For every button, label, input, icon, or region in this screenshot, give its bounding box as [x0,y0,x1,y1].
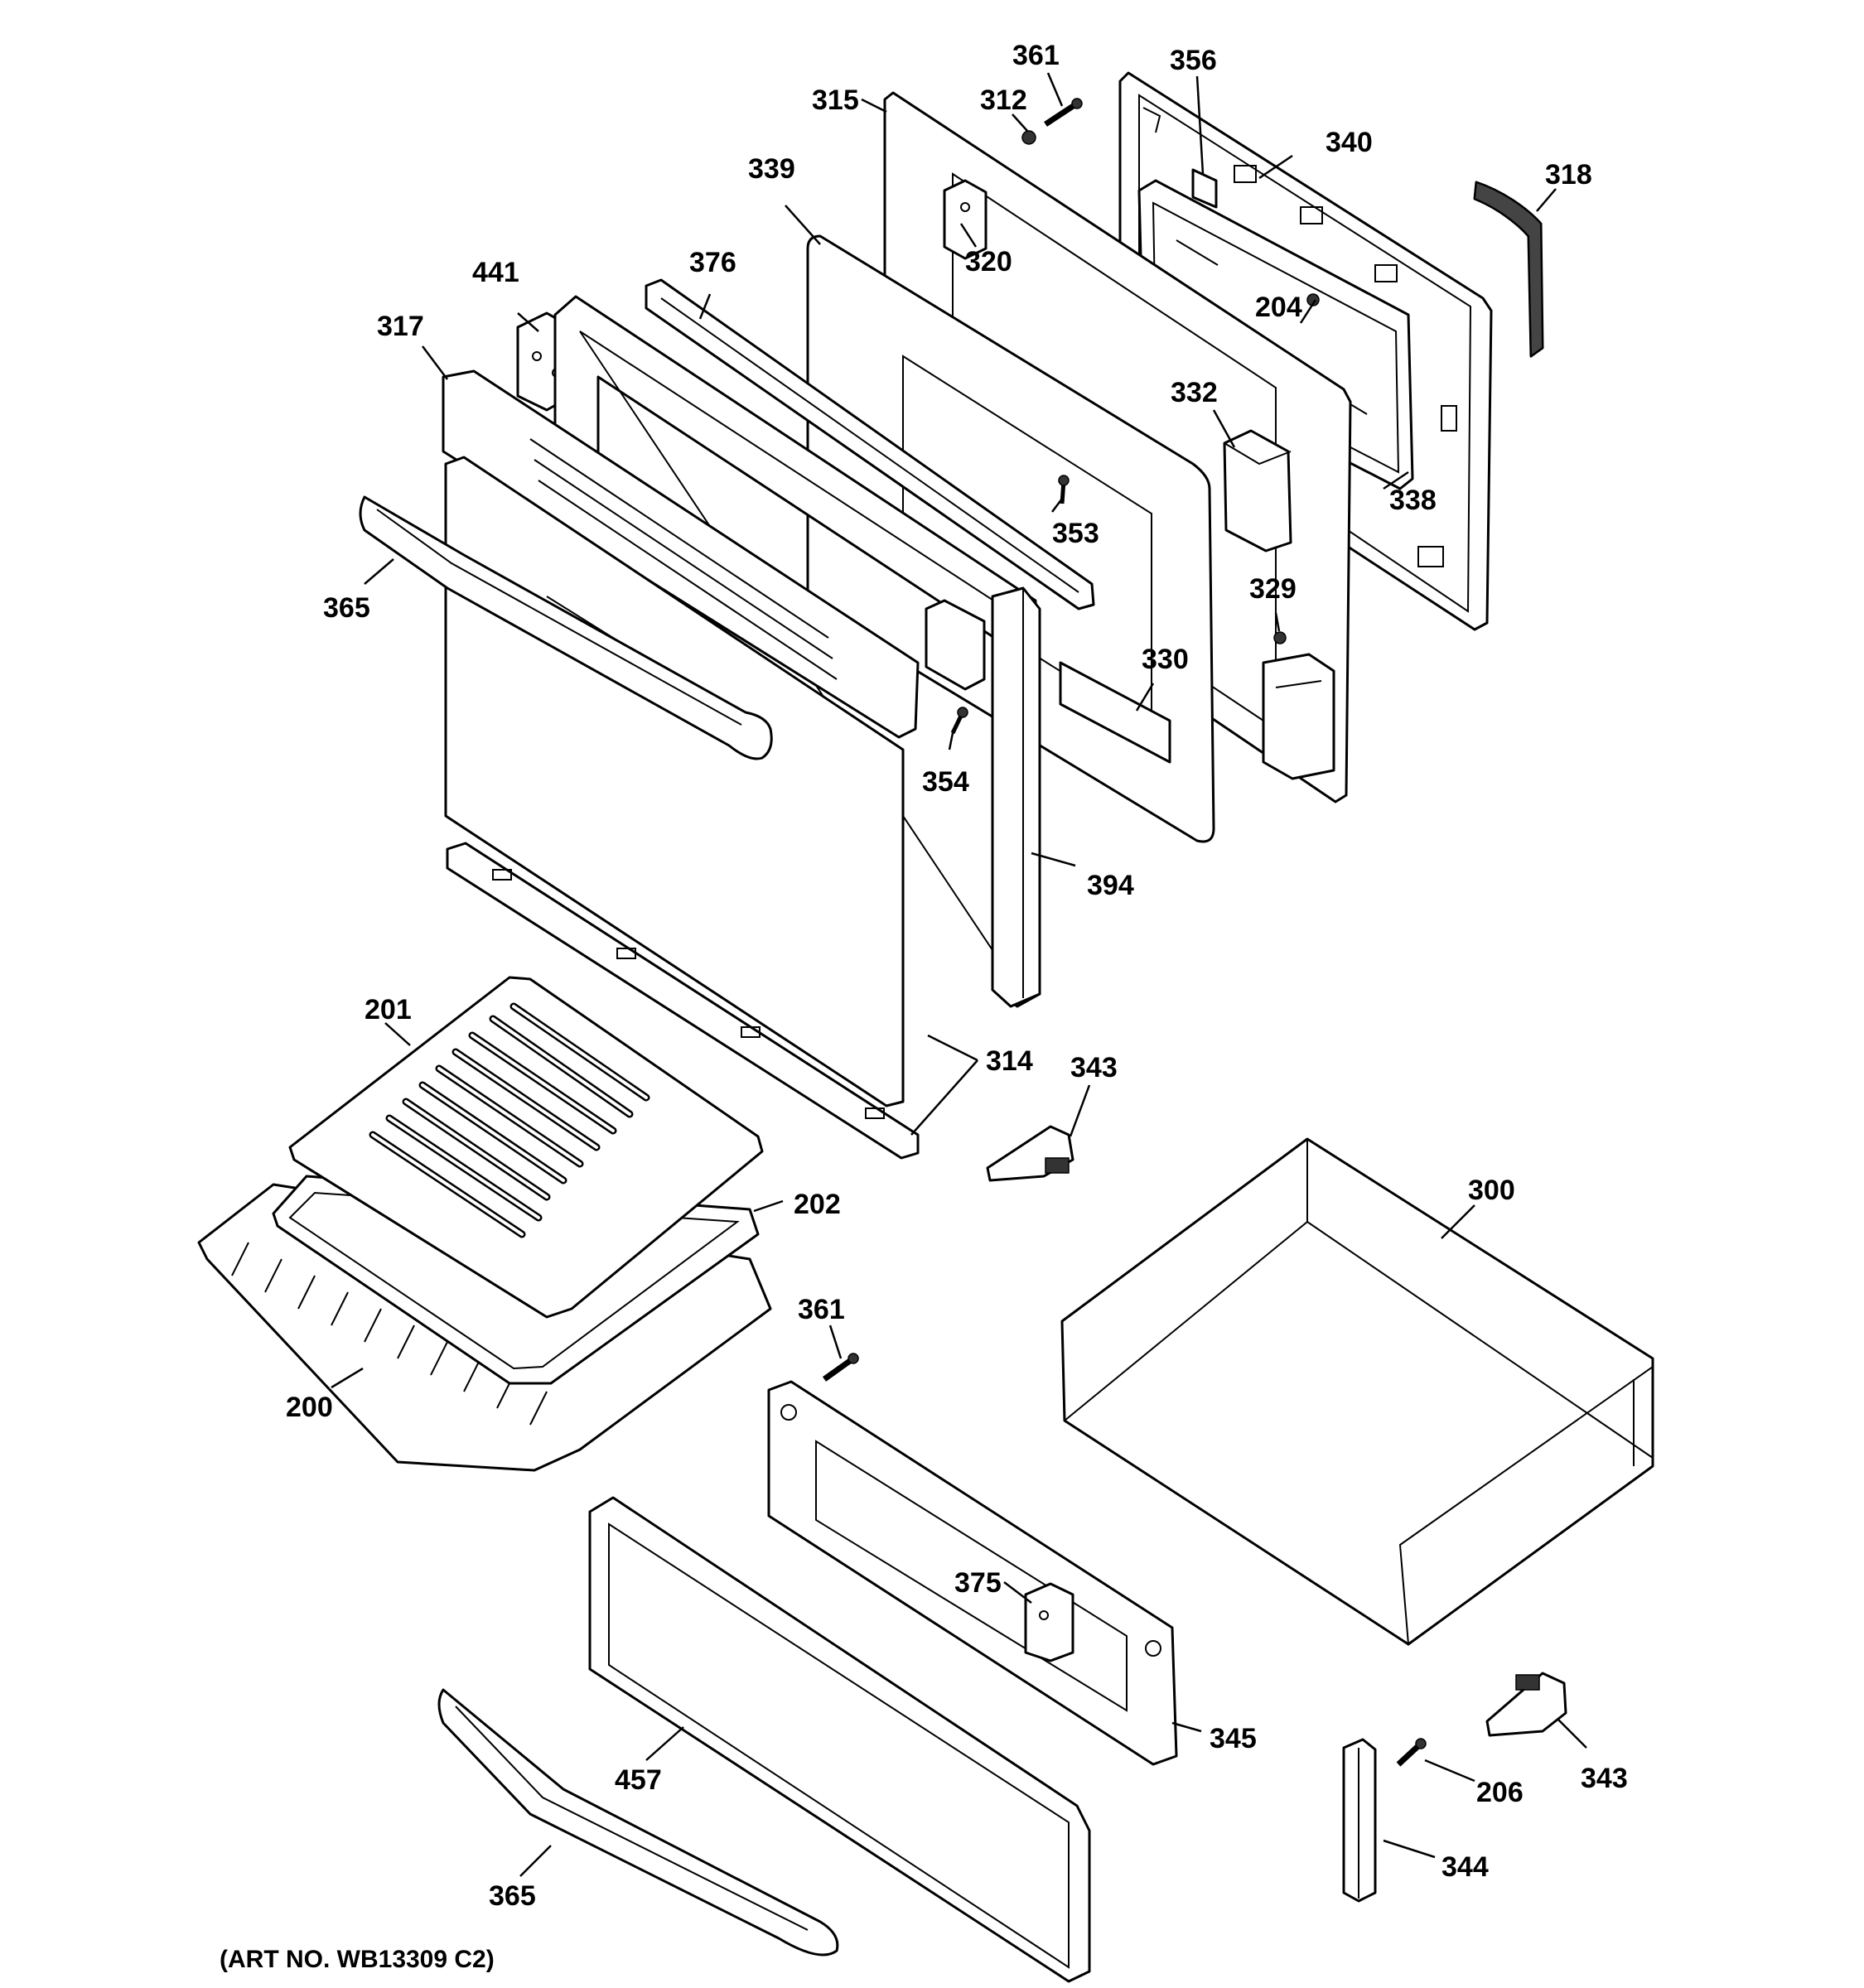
label-338: 338 [1389,485,1437,516]
label-200: 200 [286,1392,333,1423]
label-354: 354 [922,766,969,798]
part-312-nut [1021,130,1036,145]
part-300-drawer-body [1060,1137,1654,1646]
part-318-door-gasket [1473,181,1544,358]
part-204-screw [1306,293,1320,306]
label-332: 332 [1171,377,1218,408]
part-365-door-handle-top [359,495,773,760]
part-345-drawer-front-frame [767,1380,1178,1766]
label-356: 356 [1170,45,1217,76]
part-320-hinge-bracket [943,179,988,260]
label-202: 202 [794,1189,841,1220]
label-353: 353 [1052,518,1099,549]
label-317: 317 [377,311,424,342]
label-204: 204 [1255,292,1302,323]
label-312: 312 [980,84,1027,116]
part-344-drawer-slide [1342,1738,1377,1903]
callout-labels: 361 356 315 312 340 318 339 320 376 441 … [220,40,1628,1973]
part-206-screw [1396,1738,1427,1767]
part-329-fastener [1273,631,1287,644]
label-441: 441 [472,257,519,288]
part-356-bracket [1191,168,1218,209]
part-394-side-post [991,586,1041,1008]
part-lower-hinge [1262,653,1335,780]
label-365-bottom: 365 [489,1880,536,1912]
part-375-bracket [1024,1582,1074,1662]
label-345: 345 [1210,1723,1257,1754]
label-329: 329 [1249,573,1297,605]
label-315: 315 [812,84,859,116]
label-339: 339 [748,153,795,185]
label-206: 206 [1476,1777,1524,1808]
part-361-screw-top [1044,98,1083,127]
label-365-top: 365 [323,592,370,624]
label-314: 314 [986,1045,1033,1077]
leader-lines [331,72,1587,1877]
label-361-top: 361 [1012,40,1060,71]
part-314-bottom-trim [446,842,920,1160]
label-330: 330 [1142,644,1189,675]
art-number: (ART NO. WB13309 C2) [220,1946,495,1973]
label-343-top: 343 [1070,1052,1118,1083]
part-365-drawer-handle [437,1688,839,1957]
part-hinge-receiver [925,599,986,691]
label-344: 344 [1441,1851,1489,1883]
label-361-bottom: 361 [798,1294,845,1325]
label-343-bottom: 343 [1581,1763,1628,1794]
part-317-vent-trim [442,369,920,739]
label-376: 376 [689,247,736,278]
part-332-insulation [1223,429,1292,552]
label-318: 318 [1545,159,1592,191]
label-201: 201 [365,994,412,1025]
label-457: 457 [615,1764,662,1796]
label-394: 394 [1087,870,1134,901]
part-343-latch-bottom [1485,1672,1567,1737]
label-300: 300 [1468,1175,1515,1206]
part-457-drawer-front-panel [588,1496,1091,1983]
part-343-latch-top [986,1125,1074,1182]
label-320: 320 [965,246,1012,277]
part-354-screw [950,707,968,735]
label-340: 340 [1326,127,1373,158]
part-330-baffle [1059,661,1171,764]
label-375: 375 [954,1567,1002,1599]
part-201-broiler-grid [288,976,764,1319]
part-361-screw-bottom [822,1353,859,1382]
part-376-top-trim [645,278,1095,610]
